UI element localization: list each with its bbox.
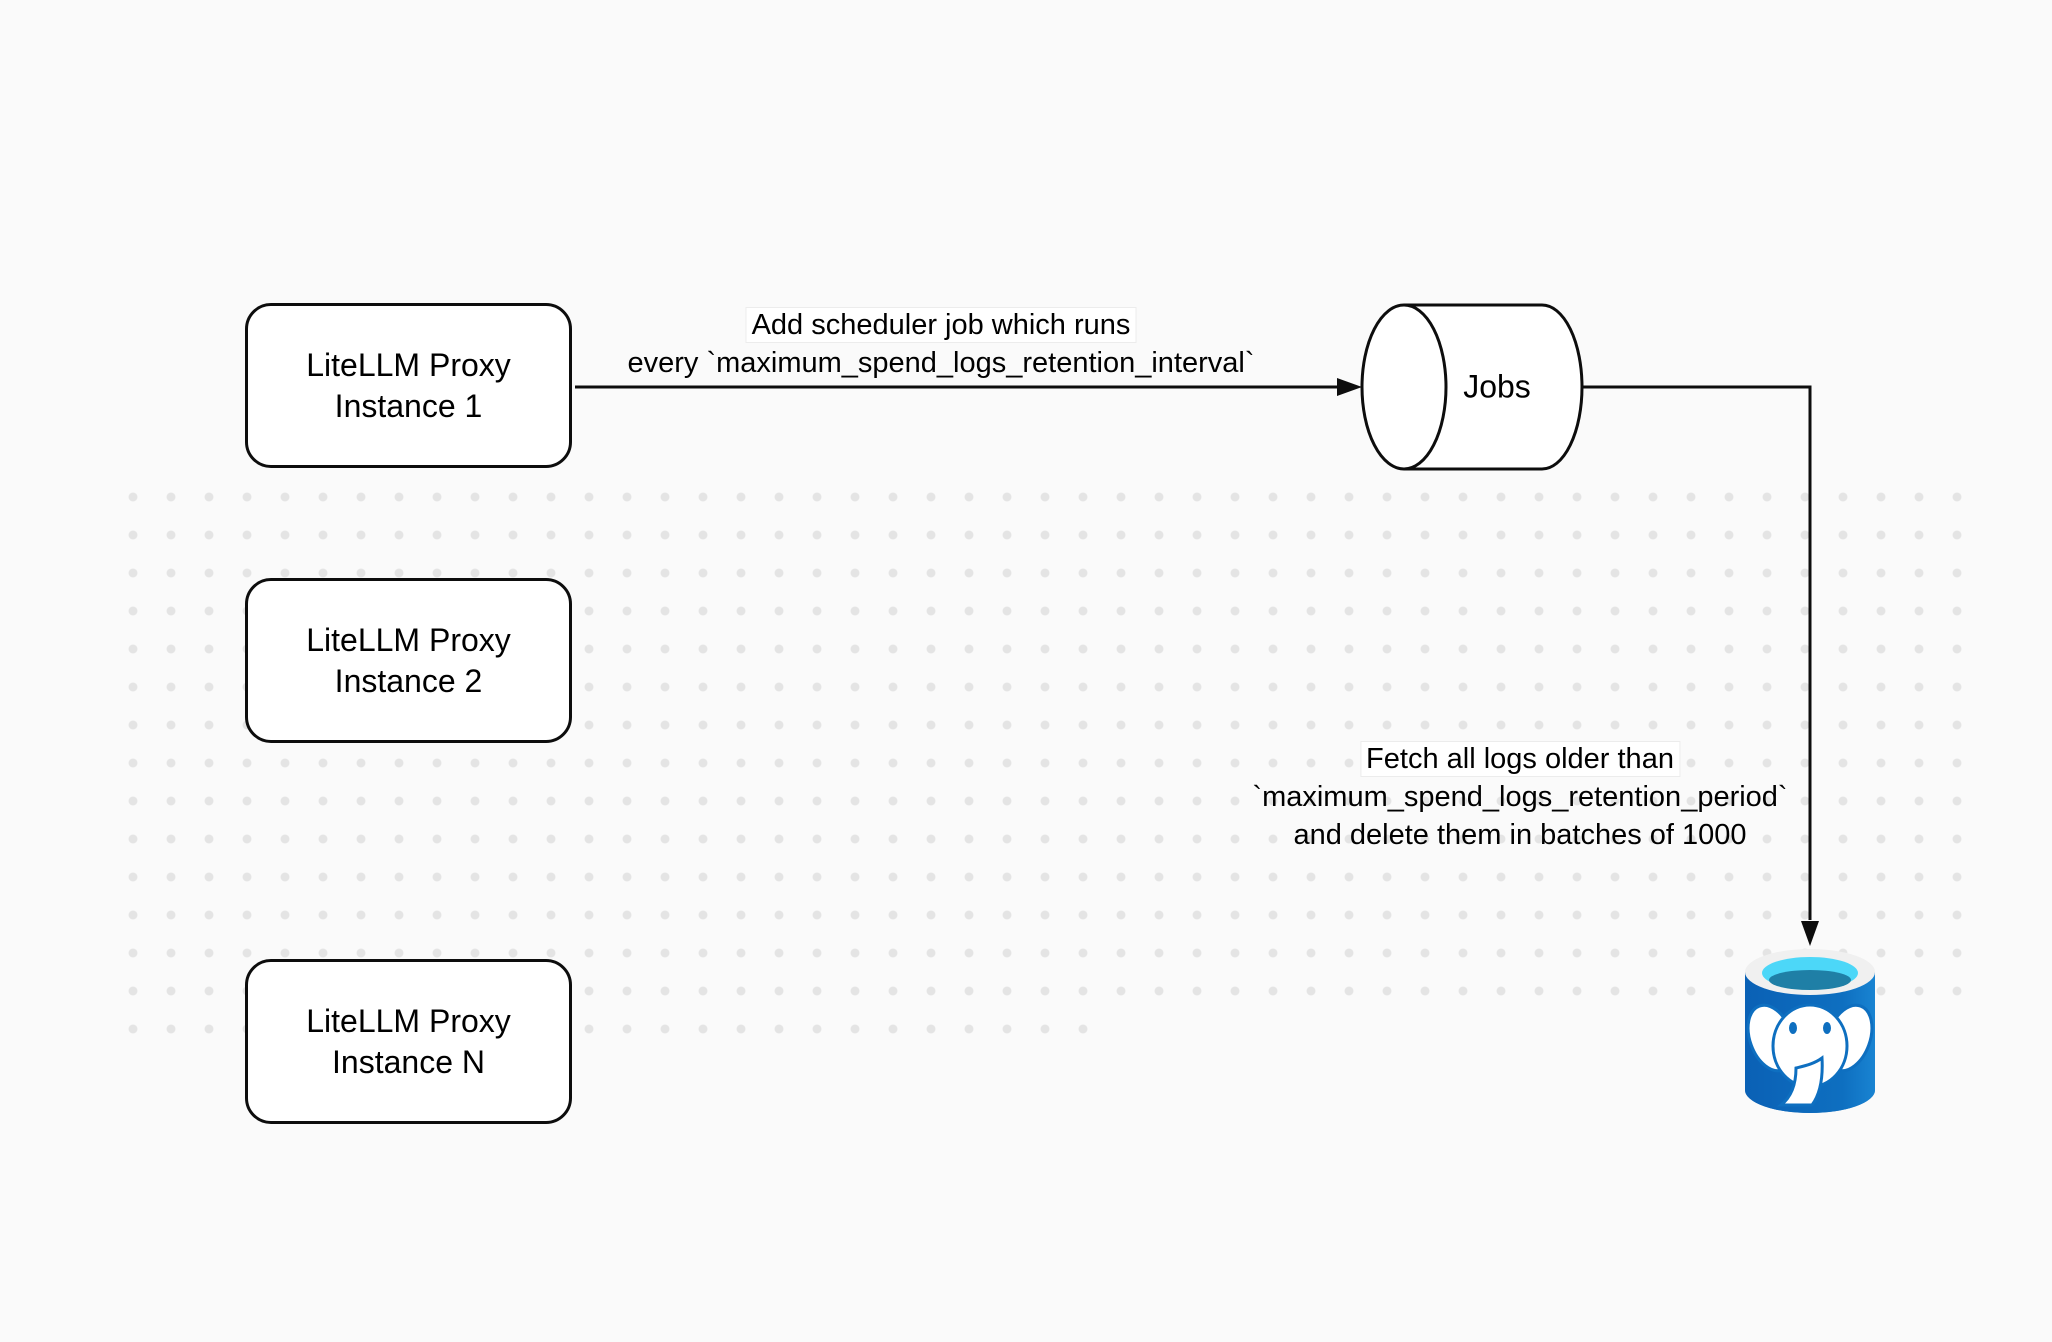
node-label-line: Instance N (332, 1043, 485, 1080)
node-litellm-proxy-instance-n: LiteLLM Proxy Instance N (245, 959, 572, 1124)
edge-label-line: Add scheduler job which runs (746, 308, 1136, 342)
arrowhead-right-icon (1337, 378, 1362, 396)
edge-label-scheduler-job: Add scheduler job which runs every `maxi… (627, 306, 1255, 382)
node-litellm-proxy-instance-1: LiteLLM Proxy Instance 1 (245, 303, 572, 468)
node-label-line: Instance 2 (334, 662, 483, 699)
edge-label-line: `maximum_spend_logs_retention_period` (1252, 781, 1788, 813)
edge-label-fetch-delete: Fetch all logs older than `maximum_spend… (1252, 740, 1788, 854)
node-litellm-proxy-instance-2: LiteLLM Proxy Instance 2 (245, 578, 572, 743)
jobs-queue-label: Jobs (1463, 368, 1531, 405)
edge-label-line: every `maximum_spend_logs_retention_inte… (627, 347, 1255, 379)
arrowhead-down-icon (1801, 921, 1819, 946)
db-opening-teal (1769, 970, 1851, 990)
edge-label-line: and delete them in batches of 1000 (1293, 819, 1747, 851)
postgresql-database-icon (1745, 949, 1875, 1113)
node-label-line: LiteLLM Proxy (306, 621, 511, 658)
arrow-proxy-to-jobs (575, 378, 1362, 396)
edge-label-line: Fetch all logs older than (1361, 742, 1679, 776)
arrow-jobs-to-database (1582, 385, 1819, 946)
node-label-line: Instance 1 (334, 387, 483, 424)
node-label-line: LiteLLM Proxy (306, 346, 511, 383)
jobs-queue-cylinder (1360, 303, 1584, 471)
postgres-elephant-icon (1746, 1003, 1874, 1107)
node-label-line: LiteLLM Proxy (306, 1002, 511, 1039)
